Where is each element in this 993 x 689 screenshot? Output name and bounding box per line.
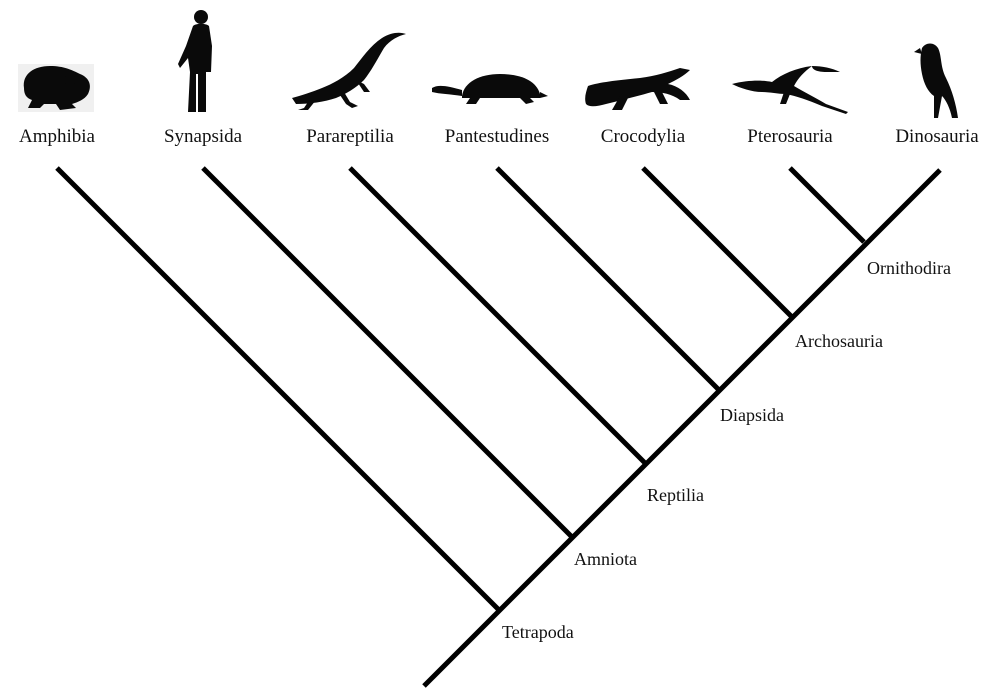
- branch-crocodylia: [643, 168, 791, 316]
- node-label-archosauria: Archosauria: [795, 331, 883, 352]
- taxon-label-parareptilia: Parareptilia: [280, 126, 420, 148]
- node-label-amniota: Amniota: [574, 549, 637, 570]
- node-label-ornithodira: Ornithodira: [867, 258, 951, 279]
- pterosaur-icon: [732, 66, 848, 114]
- taxon-label-crocodylia: Crocodylia: [573, 126, 713, 148]
- branch-pterosauria: [790, 168, 864, 242]
- frog-icon: [18, 64, 94, 112]
- node-label-diapsida: Diapsida: [720, 405, 784, 426]
- taxon-label-pantestudines: Pantestudines: [427, 126, 567, 148]
- lizard-icon: [292, 33, 406, 110]
- taxon-label-amphibia: Amphibia: [0, 126, 127, 148]
- branch-parareptilia: [350, 168, 645, 463]
- node-label-tetrapoda: Tetrapoda: [502, 622, 574, 643]
- branch-pantestudines: [497, 168, 718, 389]
- branch-amphibia: [57, 168, 498, 609]
- taxon-label-dinosauria: Dinosauria: [867, 126, 993, 148]
- taxon-label-pterosauria: Pterosauria: [720, 126, 860, 148]
- branch-synapsida: [203, 168, 572, 537]
- crocodile-icon: [585, 68, 690, 110]
- trunk-branch: [424, 170, 940, 686]
- human-icon: [178, 10, 212, 112]
- turtle-icon: [432, 74, 548, 104]
- taxon-label-synapsida: Synapsida: [133, 126, 273, 148]
- bird-icon: [914, 44, 958, 119]
- node-label-reptilia: Reptilia: [647, 485, 704, 506]
